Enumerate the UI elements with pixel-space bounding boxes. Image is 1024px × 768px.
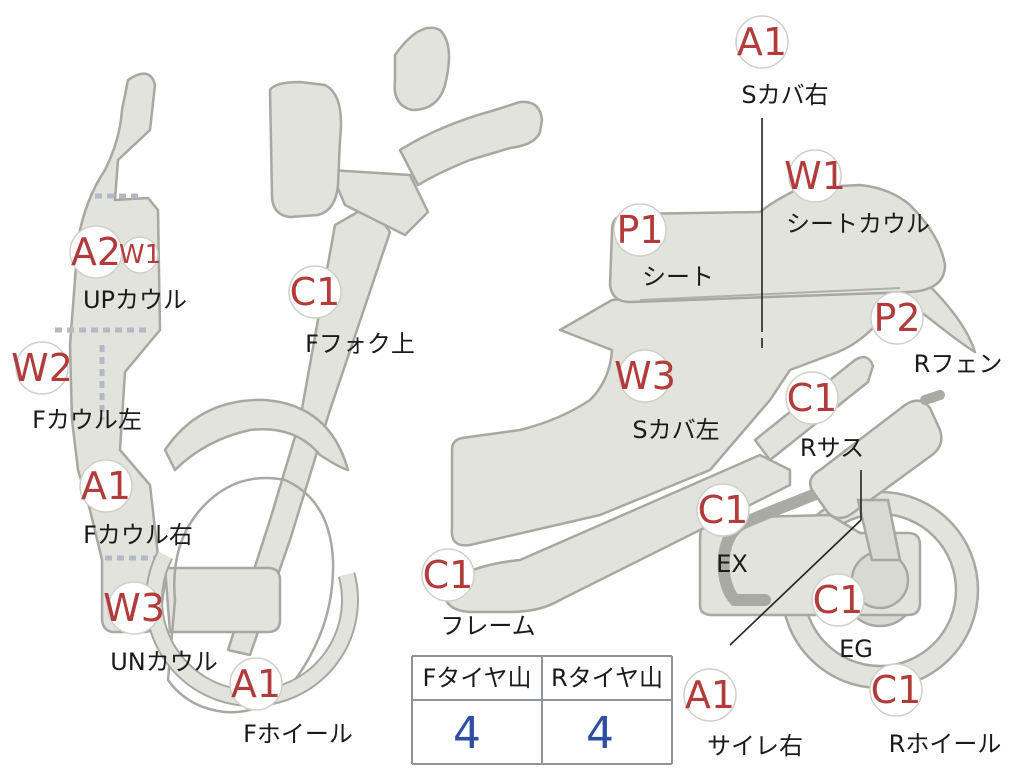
tire-tread-table: Fタイヤ山 Rタイヤ山 4 4 (411, 655, 673, 765)
part-badge: A1 サイレ右 (683, 668, 803, 760)
seat (608, 183, 947, 304)
badge-circle (421, 548, 475, 602)
leader-line-silencer (729, 519, 862, 646)
badge-circle (79, 459, 133, 513)
part-label: シート (642, 263, 714, 291)
badge-circle (15, 341, 69, 395)
part-label: Rサス (800, 434, 864, 462)
badge-code: A2 (71, 230, 121, 274)
badge-circle (107, 581, 161, 635)
badge-code: P1 (616, 208, 663, 252)
part-badge: P1 シート (613, 203, 714, 291)
badge-circle (785, 371, 839, 425)
badge-code: A1 (737, 20, 787, 64)
part-label: シートカウル (786, 210, 930, 238)
part-label: UNカウル (110, 648, 218, 676)
badge-code: C1 (871, 668, 922, 712)
badge-code: W3 (614, 354, 676, 398)
part-label: Rフェン (914, 350, 1003, 378)
badge-circle (735, 15, 789, 69)
part-label: Fフォク上 (305, 330, 415, 358)
badge-code: C1 (698, 488, 749, 532)
badge-code: W3 (103, 586, 165, 630)
part-label: Fカウル左 (32, 406, 142, 434)
part-label: EG (839, 635, 873, 663)
rear-tire-tread-header: Rタイヤ山 (551, 664, 663, 692)
part-label: フレーム (440, 612, 535, 640)
leader-lines (729, 118, 862, 646)
part-label: Rホイール (889, 730, 1002, 758)
badge-circle (121, 236, 159, 274)
badge-circle (811, 573, 865, 627)
badge-code: W1 (784, 154, 846, 198)
badge-code: P2 (873, 296, 920, 340)
part-label: EX (716, 550, 748, 578)
badge-circle (788, 149, 842, 203)
part-badge: W1 (119, 236, 161, 274)
badge-code: C1 (423, 553, 474, 597)
badge-circle (869, 663, 923, 717)
badge-code: C1 (290, 270, 341, 314)
handlebar-stem (328, 168, 430, 237)
badge-code: W2 (11, 346, 73, 390)
badge-circle (683, 668, 737, 722)
front-fender (163, 398, 350, 472)
front-tire-tread-value: 4 (453, 708, 481, 759)
part-label: Sカバ左 (632, 416, 719, 444)
badge-circle (870, 291, 924, 345)
badge-code: C1 (813, 578, 864, 622)
rear-tire-tread-value: 4 (586, 708, 614, 759)
under-cowl (163, 566, 282, 634)
badge-code: A1 (81, 464, 131, 508)
badge-code: C1 (787, 376, 838, 420)
part-label: Fカウル右 (83, 521, 193, 549)
badge-code: W1 (119, 240, 161, 270)
badge-code: A1 (685, 673, 735, 717)
handlebar (398, 100, 544, 187)
part-label: サイレ右 (707, 732, 803, 760)
badge-circle (618, 349, 672, 403)
part-badge: W1 シートカウル (784, 149, 930, 238)
part-badge: C1 フレーム (421, 548, 536, 640)
badge-circle (696, 483, 750, 537)
rear-shock (809, 390, 945, 562)
front-head-cover (268, 80, 343, 219)
badge-circle (229, 657, 283, 711)
part-badges: A1Sカバ右W1シートカウルP1シートP2RフェンW3Sカバ左C1RサスC1EX… (11, 15, 1003, 760)
part-label: Fホイール (243, 720, 353, 748)
badge-circle (288, 265, 342, 319)
part-label: UPカウル (83, 286, 187, 314)
badge-circle (613, 203, 667, 257)
side-cover-body (450, 268, 907, 547)
front-tire-tread-header: Fタイヤ山 (422, 664, 531, 692)
mirror (393, 26, 451, 112)
badge-code: A1 (231, 662, 281, 706)
part-label: Sカバ右 (741, 81, 828, 109)
